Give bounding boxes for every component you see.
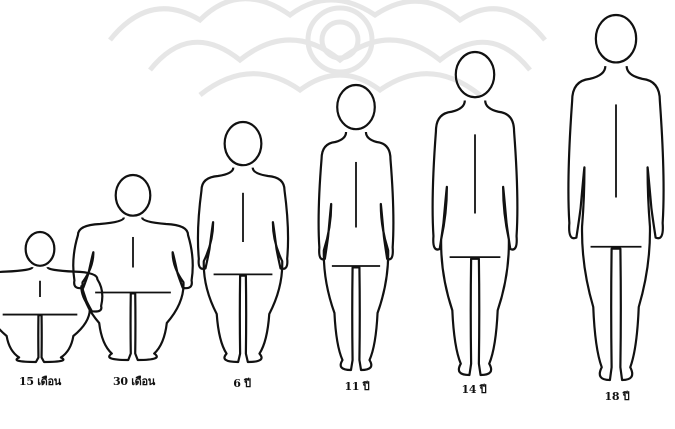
age-label-14-years: 14 ปี	[462, 380, 487, 398]
age-label-30-months: 30 เดือน	[113, 372, 155, 390]
figure-head	[116, 175, 151, 216]
human-figure-18y	[568, 15, 663, 380]
age-label-6-years: 6 ปี	[233, 374, 251, 392]
human-figure-6y	[198, 122, 288, 362]
figure-head	[337, 85, 375, 129]
figure-head	[26, 232, 55, 266]
human-figure-14y	[433, 52, 518, 375]
age-label-11-years: 11 ปี	[345, 377, 370, 395]
age-label-18-years: 18 ปี	[605, 387, 630, 405]
age-label-15-months: 15 เดือน	[19, 372, 61, 390]
watermark-seal	[110, 0, 545, 95]
human-figure-15m	[0, 232, 102, 362]
figure-head	[596, 15, 636, 62]
figure-head	[225, 122, 262, 165]
human-figure-11y	[319, 85, 394, 370]
human-figure-30m	[73, 175, 193, 360]
